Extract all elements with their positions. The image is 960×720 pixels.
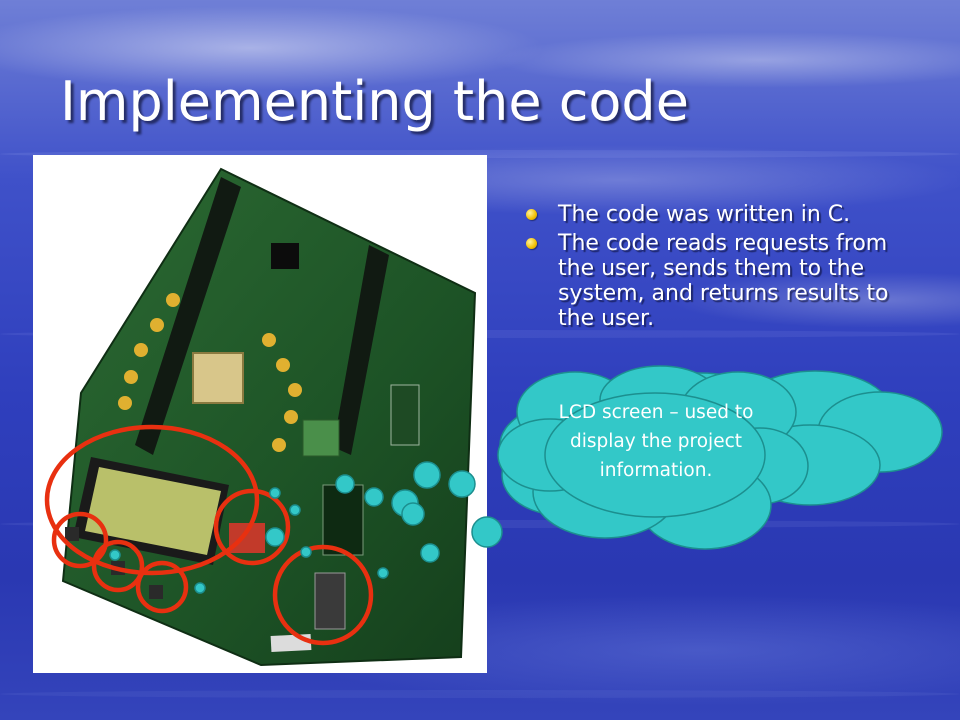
bullet-item: The code reads requests from the user, s… bbox=[522, 231, 922, 331]
yellow-dot-icon bbox=[526, 238, 537, 249]
circuit-board-image bbox=[61, 167, 477, 667]
connector-strip bbox=[333, 245, 389, 455]
rf-connectors bbox=[118, 293, 302, 452]
callout-text: LCD screen – used to display the project… bbox=[558, 402, 754, 481]
background-wave bbox=[0, 690, 960, 698]
serial-port bbox=[314, 572, 346, 630]
fpga-chip bbox=[192, 352, 244, 404]
bullet-text: The code was written in C. bbox=[558, 202, 851, 227]
connector-strip bbox=[135, 177, 241, 455]
dip-switch bbox=[229, 523, 265, 553]
circuit-board-photo bbox=[33, 155, 487, 673]
board-sticker bbox=[270, 633, 312, 653]
background-wave bbox=[0, 150, 960, 158]
slide-title: Implementing the code bbox=[60, 70, 689, 133]
chip bbox=[271, 243, 299, 269]
yellow-dot-icon bbox=[526, 209, 537, 220]
bullet-item: The code was written in C. bbox=[522, 202, 922, 227]
chip bbox=[302, 419, 340, 457]
connector bbox=[390, 384, 420, 446]
bullet-list: The code was written in C. The code read… bbox=[522, 202, 922, 335]
connector bbox=[322, 484, 364, 556]
bullet-text: The code reads requests from the user, s… bbox=[558, 231, 889, 331]
